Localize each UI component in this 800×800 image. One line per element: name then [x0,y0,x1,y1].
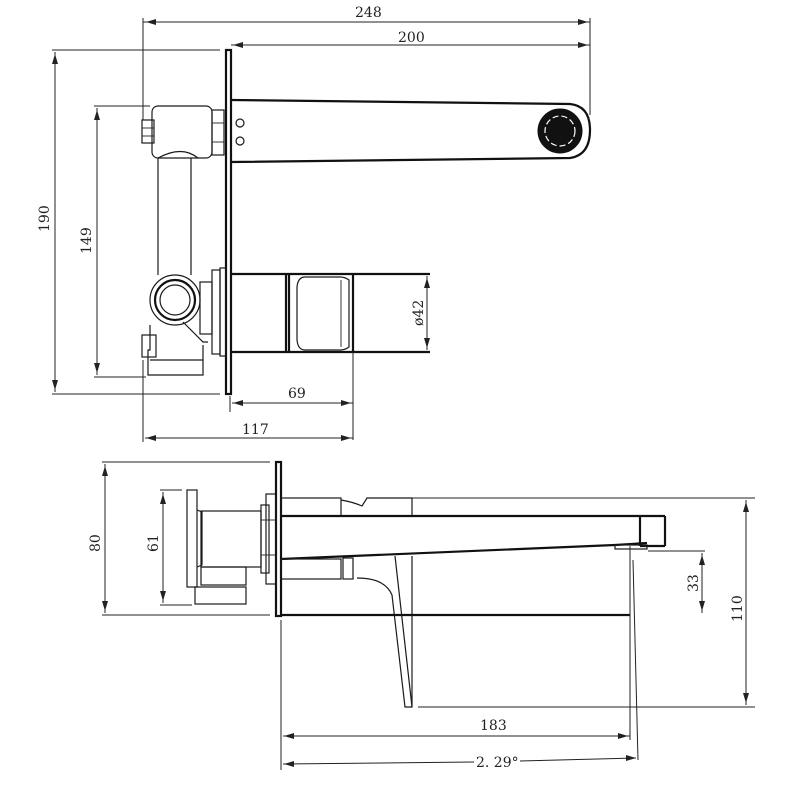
label-33: 33 [686,574,702,592]
spout-top [230,98,592,164]
valve-body-top [141,105,227,376]
label-183: 183 [480,718,507,734]
dimension-body-height-side: 61 [146,489,192,606]
dimension-body-depth: 117 [142,360,353,442]
dimension-body-height: 149 [79,105,150,378]
dimension-spout-length: 200 [231,30,590,48]
dimension-overall-length: 248 [142,5,591,120]
dimension-overall-height: 190 [37,49,220,395]
label-117: 117 [242,422,269,438]
side-view: 80 61 [88,460,755,771]
label-angle: 2. 29° [476,755,519,771]
label-110: 110 [730,595,746,622]
label-diameter-42: ø42 [411,300,427,326]
valve-body-side [186,489,277,605]
label-149: 149 [79,227,95,254]
dimension-spout-angle: 2. 29° [282,559,639,771]
dimension-handle-diameter: ø42 [411,276,430,350]
label-61: 61 [146,534,162,552]
label-200: 200 [398,30,425,46]
handle-top [231,272,430,354]
dimension-spout-reach: 183 [280,546,631,770]
dimension-overall-height-side: 110 [730,500,749,705]
dimension-plate-height: 80 [88,461,270,616]
label-69: 69 [288,386,306,402]
wall-plate-side [274,460,283,618]
top-view: 248 200 190 149 [37,5,592,442]
label-190: 190 [37,205,53,232]
dimension-spout-clearance: 33 [648,550,705,613]
label-248: 248 [355,5,382,21]
wall-plate [224,48,233,396]
dimension-handle-projection: 69 [229,352,354,440]
label-80: 80 [88,534,104,552]
spout-side [280,497,667,708]
